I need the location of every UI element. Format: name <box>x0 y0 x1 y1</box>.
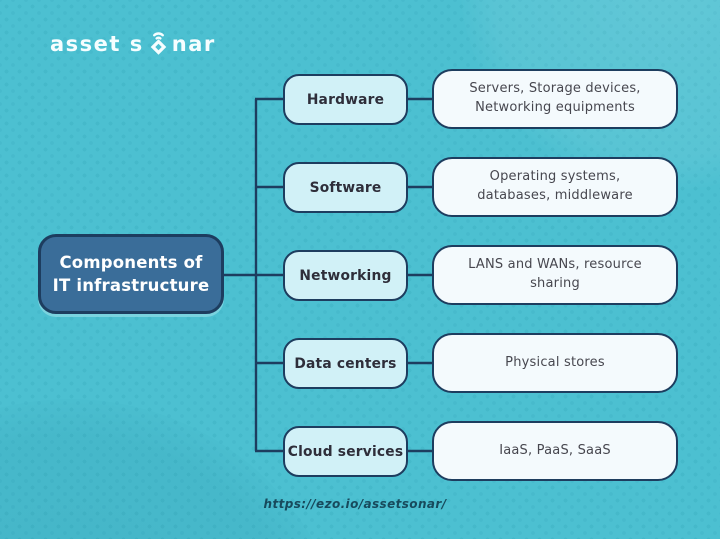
branch-node-label: Software <box>309 179 382 196</box>
brand-logo: asset s nar <box>50 26 216 55</box>
branch-node-label: Hardware <box>306 91 385 108</box>
branch-node-label: Data centers <box>294 355 397 372</box>
logo-text-right: nar <box>171 32 216 56</box>
logo-text-left: asset s <box>50 32 144 56</box>
branch-node: Software <box>283 162 408 213</box>
branch-description: IaaS, PaaS, SaaS <box>432 421 678 481</box>
branch-description-text: Physical stores <box>505 354 605 370</box>
branch-description: Physical stores <box>432 333 678 393</box>
root-node-label: Components of IT infrastructure <box>52 252 210 295</box>
branch-node: Hardware <box>283 74 408 125</box>
branch-description: LANS and WANs, resource sharing <box>432 245 678 305</box>
branch-description-text: Servers, Storage devices, Networking equ… <box>469 81 641 115</box>
branch-node: Cloud services <box>283 426 408 477</box>
branch-description-text: Operating systems, databases, middleware <box>477 169 633 203</box>
branch-node-label: Cloud services <box>287 443 404 460</box>
branch-node-label: Networking <box>299 267 392 284</box>
root-node: Components of IT infrastructure <box>38 234 224 314</box>
footer-url: https://ezo.io/assetsonar/ <box>263 497 447 511</box>
branch-description-text: IaaS, PaaS, SaaS <box>499 442 611 458</box>
branch-description: Servers, Storage devices, Networking equ… <box>432 69 678 129</box>
branch-description-text: LANS and WANs, resource sharing <box>468 257 642 291</box>
branch-description: Operating systems, databases, middleware <box>432 157 678 217</box>
sonar-icon <box>150 32 167 55</box>
branch-node: Data centers <box>283 338 408 389</box>
branch-node: Networking <box>283 250 408 301</box>
